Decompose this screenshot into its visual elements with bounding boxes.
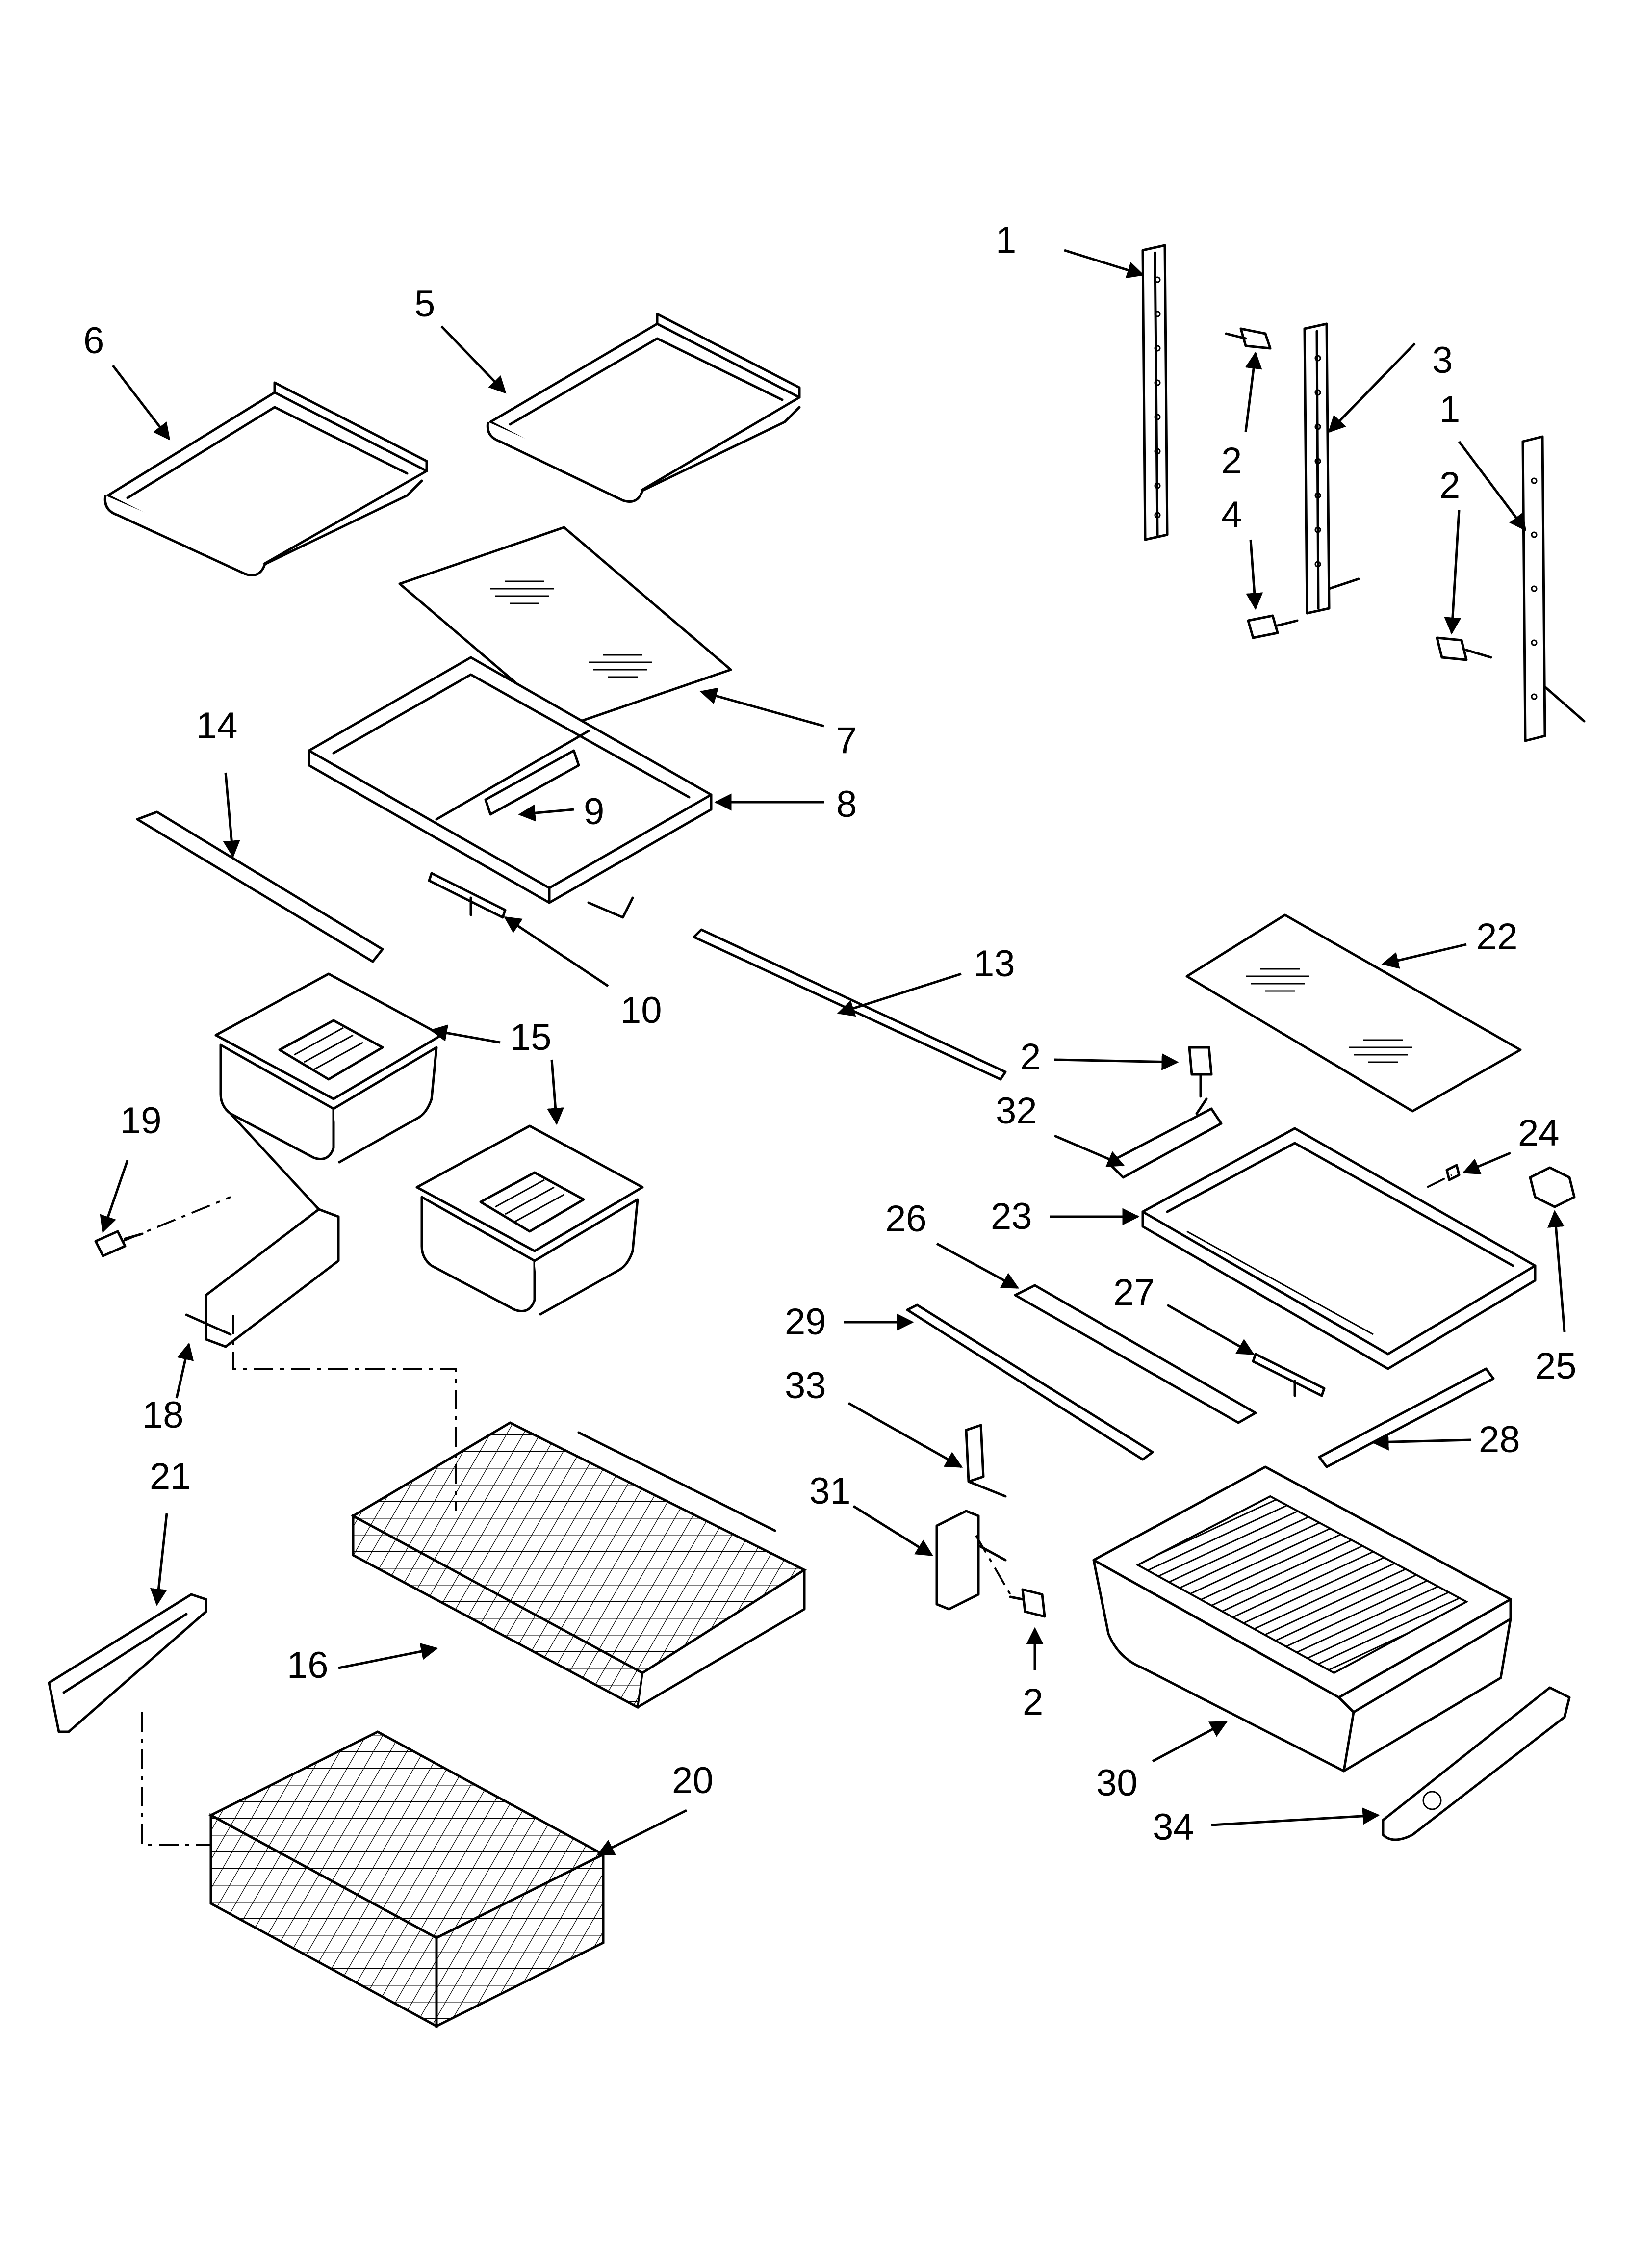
part-3-shelf-rail (1303, 322, 1360, 615)
part-25-bracket (1529, 1166, 1576, 1208)
callout-13: 13 (974, 943, 1015, 985)
part-27-clip (1252, 1353, 1326, 1397)
callout-34: 34 (1153, 1806, 1194, 1848)
part-22-glass-shelf (1185, 913, 1522, 1113)
part-8-shelf-tray (308, 656, 713, 919)
callout-7: 7 (836, 720, 857, 761)
callout-19: 19 (120, 1100, 162, 1142)
part-26-trim-strip (1014, 1284, 1257, 1424)
callout-2-lower: 2 (1023, 1681, 1043, 1723)
part-29-trim-strip (906, 1303, 1154, 1461)
callout-26: 26 (885, 1198, 927, 1240)
part-2-screw-lower (1009, 1588, 1046, 1618)
leader-arrows (100, 249, 1566, 1856)
part-6-shelf-frame (103, 381, 428, 576)
part-7-glass-shelf (398, 526, 732, 728)
callout-9: 9 (584, 791, 604, 833)
callout-2-middle: 2 (1020, 1036, 1041, 1078)
part-16-wire-basket (350, 1421, 807, 1709)
callout-23: 23 (991, 1196, 1032, 1237)
part-13-trim-strip (693, 928, 1007, 1081)
part-1-shelf-rail-right (1521, 435, 1586, 742)
callout-28: 28 (1479, 1419, 1520, 1460)
part-5-shelf-frame (486, 313, 801, 503)
callout-15: 15 (510, 1017, 552, 1058)
callout-18: 18 (142, 1394, 184, 1436)
part-10-clip (428, 872, 507, 919)
callout-5: 5 (414, 283, 435, 325)
part-14-trim-strip (136, 810, 384, 963)
callout-3: 3 (1432, 339, 1453, 381)
part-15-crisper-bin-right (415, 1124, 644, 1316)
callout-24: 24 (1518, 1112, 1560, 1154)
callout-16: 16 (287, 1644, 329, 1686)
callout-31: 31 (809, 1470, 851, 1512)
callout-20: 20 (672, 1760, 714, 1801)
part-23-shelf-tray (1141, 1127, 1537, 1370)
callout-2-right: 2 (1439, 465, 1460, 506)
part-28-rod (1318, 1367, 1495, 1468)
callout-labels: 1 2 4 3 1 2 5 6 7 8 9 10 14 13 15 19 18 … (83, 219, 1577, 1848)
part-34-handle (1382, 1686, 1571, 1841)
part-20-wire-basket (208, 1730, 606, 2029)
callout-29: 29 (785, 1301, 826, 1343)
callout-2-top: 2 (1221, 440, 1242, 482)
part-9-divider (484, 749, 580, 816)
callout-22: 22 (1476, 916, 1518, 958)
connection-lines (122, 1174, 1452, 1846)
part-32-bracket (1107, 1097, 1223, 1179)
callout-8: 8 (836, 783, 857, 825)
callout-27: 27 (1113, 1272, 1155, 1313)
part-24-clip (1445, 1164, 1461, 1181)
callout-1-top: 1 (996, 219, 1016, 261)
callout-32: 32 (996, 1090, 1037, 1132)
callout-33: 33 (785, 1365, 826, 1407)
part-30-drawer (1092, 1465, 1512, 1773)
callout-6: 6 (83, 320, 104, 362)
callout-4: 4 (1221, 494, 1242, 536)
part-18-bin-divider (185, 1112, 340, 1348)
callout-25: 25 (1535, 1345, 1577, 1387)
callout-14: 14 (196, 705, 238, 747)
callout-10: 10 (620, 990, 662, 1031)
part-4-screw (1247, 614, 1299, 639)
callout-30: 30 (1096, 1762, 1138, 1804)
part-31-support (935, 1510, 1007, 1611)
part-1-shelf-rail-left (1141, 244, 1169, 541)
part-2-screw-right (1436, 636, 1492, 661)
part-33-bracket (965, 1424, 1007, 1498)
part-2-screw-upper (1225, 327, 1272, 350)
callout-1-right: 1 (1439, 389, 1460, 430)
callout-21: 21 (150, 1456, 191, 1497)
part-2-screw-middle (1188, 1046, 1213, 1098)
part-21-basket-divider (48, 1593, 207, 1733)
part-15-crisper-bin-left (214, 972, 443, 1164)
